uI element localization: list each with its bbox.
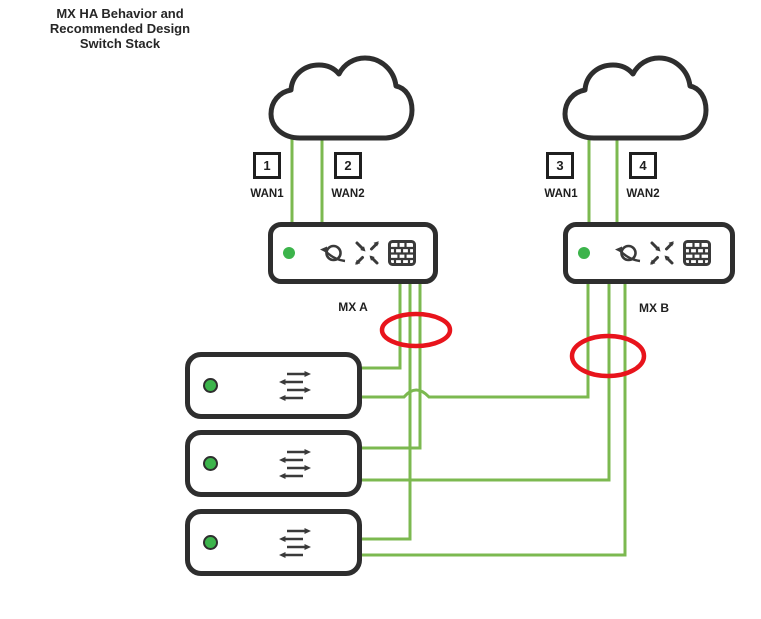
- firewall-icon: [388, 240, 416, 266]
- traffic-crossing-arrows-icon: [650, 241, 674, 265]
- firewall-icon: [683, 240, 711, 266]
- wan1-label-mxb: WAN1: [544, 188, 578, 200]
- wan-port-number: 3: [556, 158, 564, 173]
- status-led-icon: [578, 247, 590, 259]
- title-line-1: MX HA Behavior and: [56, 6, 184, 21]
- router-nat-icon: [320, 244, 346, 263]
- mxb-to-switch2-link-line: [361, 282, 611, 482]
- mxa-to-switch1-link-line: [361, 282, 402, 370]
- title-line-2: Recommended Design: [49, 21, 191, 36]
- wan2-label-mxa: WAN2: [331, 188, 365, 200]
- internet-cloud-icon: [268, 55, 415, 141]
- status-led-icon: [203, 456, 218, 471]
- mx-a-device: [268, 222, 438, 284]
- switching-arrows-icon: [274, 527, 312, 558]
- status-led-icon: [283, 247, 295, 259]
- title-line-3: Switch Stack: [79, 36, 161, 51]
- mx-feature-icons: [319, 240, 416, 266]
- switch-2-device: [185, 430, 362, 497]
- wan1-label-mxa: WAN1: [250, 188, 284, 200]
- mx-b-device: [563, 222, 735, 284]
- wan-port-number: 2: [344, 158, 352, 173]
- wan-port-box-1: 1: [253, 152, 281, 179]
- wan-port-box-3: 3: [546, 152, 574, 179]
- wan2-label-mxb: WAN2: [626, 188, 660, 200]
- wan-port-box-2: 2: [334, 152, 362, 179]
- mx-feature-icons: [614, 240, 711, 266]
- mxb-to-switch1-link-line: [361, 282, 590, 399]
- highlight-ellipse-mxb-downlinks: [569, 333, 647, 379]
- status-led-icon: [203, 378, 218, 393]
- switching-arrows-icon: [274, 370, 312, 401]
- mxa-to-switch2-link-line: [361, 282, 422, 450]
- highlight-ellipse-mxa-downlinks: [379, 311, 453, 349]
- mxa-to-switch3-link-line: [361, 282, 412, 541]
- internet-cloud-icon: [562, 55, 709, 141]
- mx-a-label: MX A: [338, 300, 368, 314]
- switching-arrows-icon: [274, 448, 312, 479]
- diagram-title: MX HA Behavior and Recommended Design Sw…: [25, 6, 215, 51]
- router-nat-icon: [615, 244, 641, 263]
- wan-port-number: 1: [263, 158, 271, 173]
- wan-port-number: 4: [639, 158, 647, 173]
- switch-3-device: [185, 509, 362, 576]
- status-led-icon: [203, 535, 218, 550]
- switch-1-device: [185, 352, 362, 419]
- mx-b-label: MX B: [639, 301, 669, 315]
- traffic-crossing-arrows-icon: [355, 241, 379, 265]
- wan-port-box-4: 4: [629, 152, 657, 179]
